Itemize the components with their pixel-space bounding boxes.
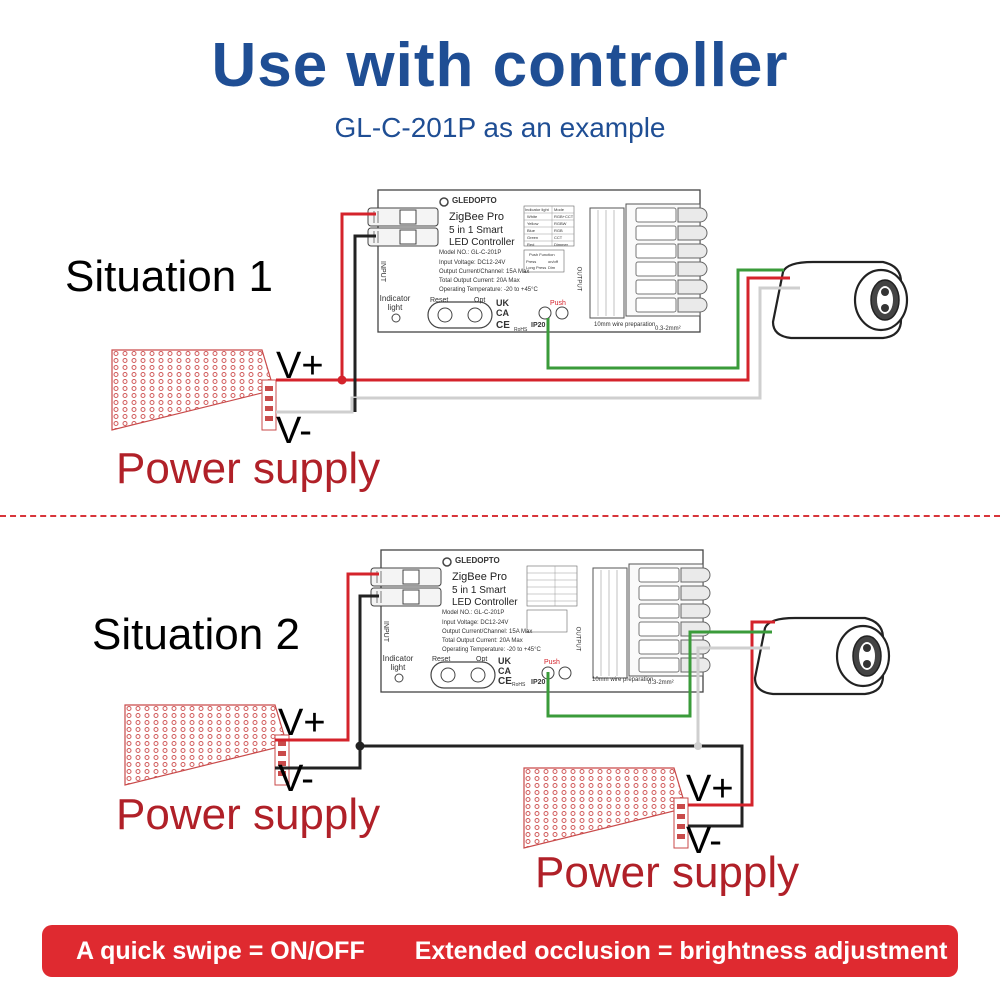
ukca-mark: UK CA — [496, 298, 509, 318]
opt-label: Opt — [474, 297, 486, 304]
mode-table-header-1: Indicator light — [525, 207, 549, 212]
controller-current-channel: Output Current/Channel: 15A Max — [442, 629, 533, 635]
section-divider — [0, 515, 1000, 517]
controller-total-current: Total Output Current: 20A Max — [442, 638, 523, 644]
input-label: INPUT — [379, 261, 386, 282]
mode-row-color: Green — [527, 235, 539, 240]
mode-row-color: White — [527, 214, 538, 219]
controller-name-1: 5 in 1 Smart — [452, 585, 506, 596]
ip-label: IP20 — [531, 679, 546, 686]
v-minus-label-2: V- — [686, 820, 722, 862]
mode-row-mode: RGB — [554, 228, 563, 233]
wire-prep: 10mm wire preparation — [594, 322, 656, 328]
v-minus-label: V- — [278, 758, 314, 800]
junction-dot — [694, 742, 702, 750]
push-row-result: on/off — [548, 259, 558, 264]
controller-model: Model NO.: GL-C-201P — [439, 250, 502, 256]
sensor-1 — [771, 260, 909, 340]
controller-brand: GLEDOPTO — [452, 196, 497, 205]
junction-dot — [337, 375, 347, 385]
opt-label: Opt — [476, 656, 488, 663]
reset-label: Reset — [432, 656, 451, 663]
push-label: Push — [550, 300, 566, 307]
mode-row-mode: RGB+CCT — [554, 214, 574, 219]
power-supply-label: Power supply — [116, 444, 381, 493]
controller-temperature: Operating Temperature: -20 to +45°C — [439, 287, 538, 293]
wire-size: 0.3-2mm² — [655, 326, 681, 332]
mode-row-mode: Dimmer — [554, 242, 568, 247]
indicator-label: Indicator light — [379, 294, 411, 312]
indicator-label: Indicator light — [382, 654, 414, 672]
power-supply-2-right — [523, 767, 689, 849]
ukca-mark: UK CA — [498, 656, 511, 676]
reset-label: Reset — [430, 297, 449, 304]
input-label: INPUT — [382, 621, 389, 642]
instruction-banner: A quick swipe = ON/OFF Extended occlusio… — [42, 925, 958, 977]
controller-voltage: Input Voltage: DC12-24V — [442, 620, 509, 626]
banner-left-text: A quick swipe = ON/OFF — [76, 936, 365, 965]
output-label: OUTPUT — [575, 266, 582, 292]
power-supply-1 — [111, 349, 277, 431]
rohs-mark: RoHS — [512, 682, 526, 688]
controller-voltage: Input Voltage: DC12-24V — [439, 260, 506, 266]
controller-brand: GLEDOPTO — [455, 556, 500, 565]
controller-temperature: Operating Temperature: -20 to +45°C — [442, 647, 541, 653]
page-title: Use with controller — [211, 31, 789, 100]
push-row-result: Dim — [548, 265, 556, 270]
wire-size: 0.3-2mm² — [648, 680, 674, 686]
v-minus-label: V- — [276, 410, 312, 452]
sensor-2 — [753, 616, 891, 696]
controller-zigbee: ZigBee Pro — [449, 211, 505, 223]
wire-prep: 10mm wire preparation — [592, 677, 654, 683]
push-label: Push — [544, 659, 560, 666]
mode-row-color: Yellow — [527, 221, 539, 226]
v-plus-label: V+ — [276, 345, 324, 387]
power-supply-label-right: Power supply — [535, 848, 800, 897]
ce-mark: CE — [498, 676, 512, 687]
v-plus-label: V+ — [278, 702, 326, 744]
mode-row-color: Blue — [527, 228, 536, 233]
push-row-action: Long Press — [526, 265, 547, 270]
controller-name-2: LED Controller — [452, 597, 518, 608]
mode-row-mode: CCT — [554, 235, 563, 240]
ce-mark: CE — [496, 320, 510, 331]
rohs-mark: RoHS — [514, 327, 528, 333]
power-supply-2-left — [124, 704, 290, 786]
situation-1-label: Situation 1 — [65, 252, 273, 301]
controller-2 — [370, 549, 711, 693]
situation-2-label: Situation 2 — [92, 610, 300, 659]
controller-model: Model NO.: GL-C-201P — [442, 610, 505, 616]
mode-row-mode: RGBW — [554, 221, 567, 226]
controller-total-current: Total Output Current: 20A Max — [439, 278, 520, 284]
controller-name-2: LED Controller — [449, 237, 515, 248]
push-row-action: Press — [526, 259, 537, 264]
controller-current-channel: Output Current/Channel: 15A Max — [439, 269, 530, 275]
banner-right-text: Extended occlusion = brightness adjustme… — [414, 936, 948, 965]
controller-zigbee: ZigBee Pro — [452, 571, 508, 583]
v-plus-label-2: V+ — [686, 768, 734, 810]
mode-row-color: Red — [527, 242, 535, 247]
junction-dot — [355, 741, 365, 751]
output-label: OUTPUT — [574, 626, 581, 652]
power-supply-label-left: Power supply — [116, 790, 381, 839]
controller-name-1: 5 in 1 Smart — [449, 225, 503, 236]
ip-label: IP20 — [531, 322, 546, 329]
mode-table-header-2: Mode — [554, 207, 565, 212]
push-table-header: Push Function — [529, 252, 555, 257]
page-subtitle: GL-C-201P as an example — [334, 112, 666, 143]
